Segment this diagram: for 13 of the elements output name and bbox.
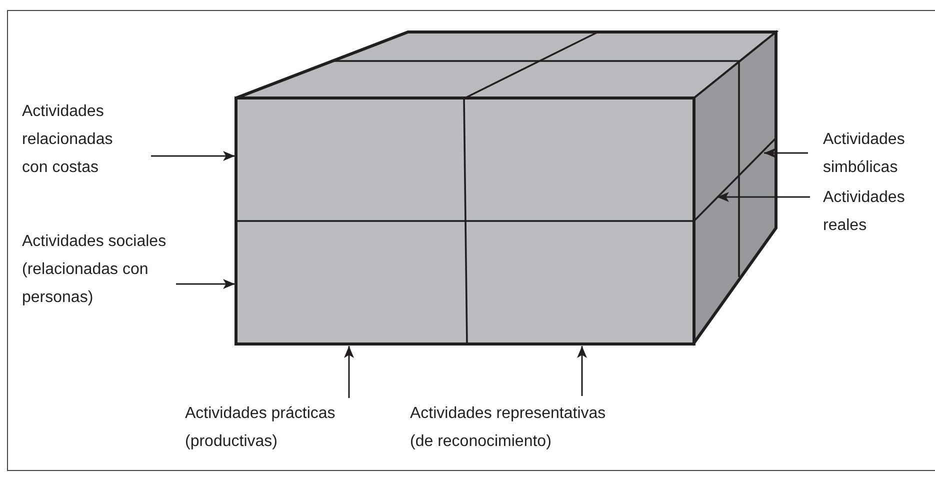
activity-label: Actividades relacionadas con costas [22, 98, 124, 182]
arrow [764, 148, 808, 158]
arrow [717, 192, 810, 202]
activity-label: Actividades reales [823, 184, 931, 240]
arrow [151, 151, 235, 161]
activity-label: Actividades simbólicas [823, 126, 931, 182]
activity-label: Actividades representativas (de reconocimiento) [410, 400, 625, 456]
arrow [176, 279, 235, 289]
arrow [577, 346, 587, 396]
cube-drawing [234, 30, 779, 346]
arrow [344, 346, 354, 398]
activity-label: Actividades sociales (relacionadas con personas) [22, 228, 174, 312]
activity-label: Actividades prácticas (productivas) [185, 400, 385, 456]
